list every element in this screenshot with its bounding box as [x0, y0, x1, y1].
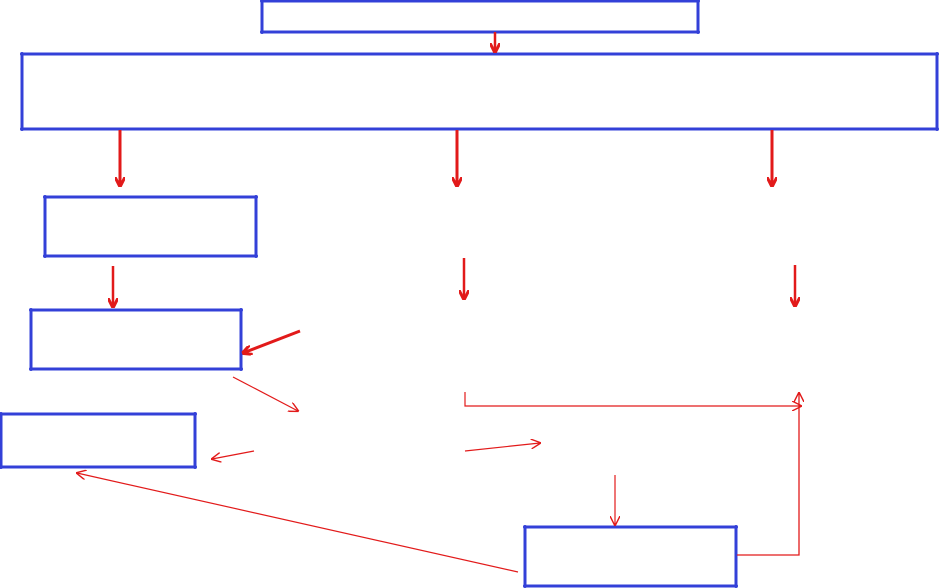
left-box-3 [0, 412, 197, 469]
arrow-middle-right-short [464, 443, 540, 452]
top-box [260, 0, 700, 34]
bottom-box [523, 525, 738, 588]
arrow-middle-to-right [464, 392, 801, 406]
arrow-bottom-box-to-left-box-3 [77, 473, 519, 573]
arrow-into-left-box-3 [212, 450, 255, 459]
wide-box [20, 52, 939, 131]
arrow-bottom-box-up [737, 393, 799, 556]
arrow-left-box-2-out [232, 376, 298, 411]
arrow-into-left-box-2 [243, 329, 301, 353]
left-box-2 [29, 308, 243, 371]
left-box-1 [43, 195, 258, 258]
